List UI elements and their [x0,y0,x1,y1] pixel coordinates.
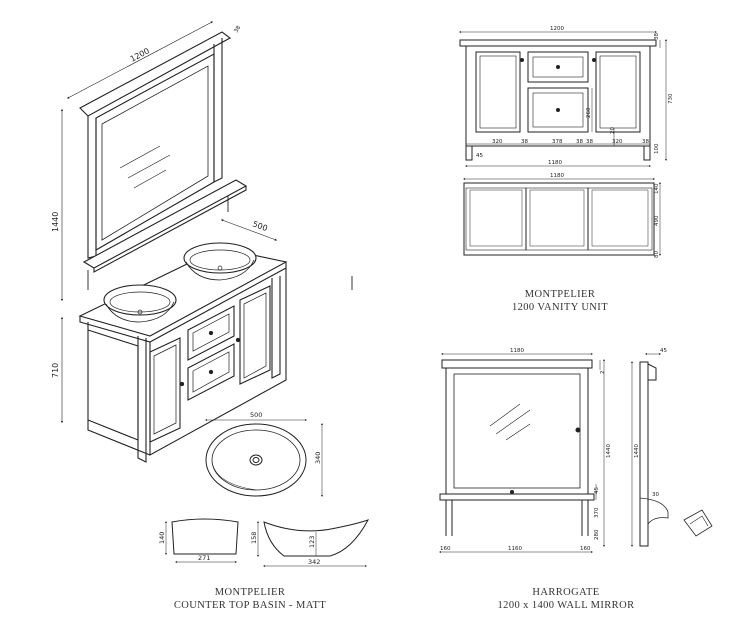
iso-height-label: 1440 [51,212,60,232]
basin-plan-dimensions [205,419,323,497]
basin-front-width: 342 [308,558,320,566]
vanity-rear-elevation [463,182,655,256]
mirror-dimensions [439,353,661,553]
mirror-profile-detail [683,509,713,537]
basin-front-mid: 123 [308,536,316,548]
mirror-low-b: 280 [594,529,600,540]
vanity-rear-dimensions [463,178,661,256]
vanity-bottom-height: 100 [654,143,660,154]
vanity-left-inset: 45 [476,153,483,159]
basin-caption-line1: MONTPELIER [214,587,286,598]
mirror-top-width: 1180 [510,348,524,354]
mirror-right-b: 45 [594,487,600,494]
mirror-low-a: 370 [594,507,600,518]
vanity-gap-c: 38 [586,139,593,145]
vanity-height: 730 [668,93,674,104]
isometric-dimensions [60,21,278,424]
mirror-total-height: 1440 [606,444,612,458]
basin-top-width: 500 [250,411,262,419]
vanity-door-right: 320 [612,139,623,145]
vanity-front-elevation [459,39,657,161]
rear-bottom: 80 [654,251,660,258]
mirror-caption-line1: HARROGATE [532,587,600,598]
basin-plan-view [205,423,307,497]
vanity-gap-b: 38 [576,139,583,145]
basin-side-dimensions [165,521,367,567]
mirror-side-elevation [639,361,669,547]
vanity-overall-width: 1200 [550,26,564,32]
iso-top-label: 38 [234,25,243,34]
mirror-right-a: 2 [600,371,606,375]
vanity-caption: MONTPELIER 1200 VANITY UNIT [470,288,650,314]
basin-top-depth: 340 [314,452,322,464]
mirror-bottom-right: 160 [580,546,591,552]
rear-width: 1180 [550,173,564,179]
mirror-side-height: 1440 [634,444,640,458]
basin-side-height: 140 [158,532,166,544]
rear-mid: 490 [654,215,660,226]
vanity-drawer-height: 260 [586,107,592,118]
isometric-vanity-view [78,31,353,463]
mirror-shelf-depth: 30 [652,492,659,498]
iso-base-height-label: 710 [51,363,60,378]
iso-width-label: 1200 [129,46,151,64]
vanity-front-dimensions [459,31,667,167]
vanity-caption-line2: 1200 VANITY UNIT [511,302,609,313]
basin-side-width: 271 [198,554,210,562]
basin-side-view [171,518,370,557]
vanity-drawer-width: 378 [552,139,563,145]
rear-top: 140 [654,183,660,194]
mirror-bottom-width: 1160 [508,546,522,552]
mirror-caption-line2: 1200 x 1400 WALL MIRROR [497,600,635,611]
mirror-bottom-left: 160 [440,546,451,552]
vanity-gap-a: 38 [521,139,528,145]
mirror-side-top: 45 [660,348,667,354]
basin-front-height: 158 [250,532,258,544]
basin-caption: MONTPELIER COUNTER TOP BASIN - MATT [160,586,340,612]
vanity-caption-line1: MONTPELIER [524,289,596,300]
vanity-inner-width: 1180 [548,160,562,166]
vanity-gap-d: 38 [642,139,649,145]
mirror-caption: HARROGATE 1200 x 1400 WALL MIRROR [466,586,666,612]
vanity-leg-height: 20 [610,127,616,134]
basin-caption-line2: COUNTER TOP BASIN - MATT [173,600,327,611]
mirror-front-elevation [439,359,595,536]
iso-depth-label: 500 [251,219,268,233]
vanity-door-left: 320 [492,139,503,145]
vanity-top-thickness: 38 [654,33,660,40]
